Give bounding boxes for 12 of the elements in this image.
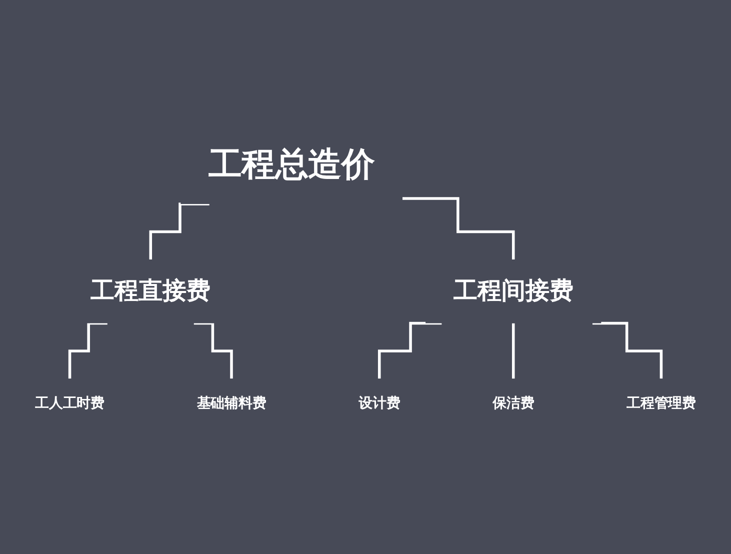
node-text: 保洁费 bbox=[492, 394, 534, 412]
connector bbox=[149, 202, 210, 262]
connector bbox=[512, 322, 515, 380]
node-text: 工人工时费 bbox=[35, 394, 104, 412]
connector bbox=[592, 322, 663, 380]
connector bbox=[402, 197, 515, 262]
connector bbox=[68, 322, 108, 380]
node-text: 设计费 bbox=[358, 394, 400, 412]
node-text: 基础辅料费 bbox=[196, 394, 266, 412]
connector bbox=[194, 322, 233, 380]
connector bbox=[378, 322, 442, 380]
node-text: 工程管理费 bbox=[626, 394, 696, 412]
